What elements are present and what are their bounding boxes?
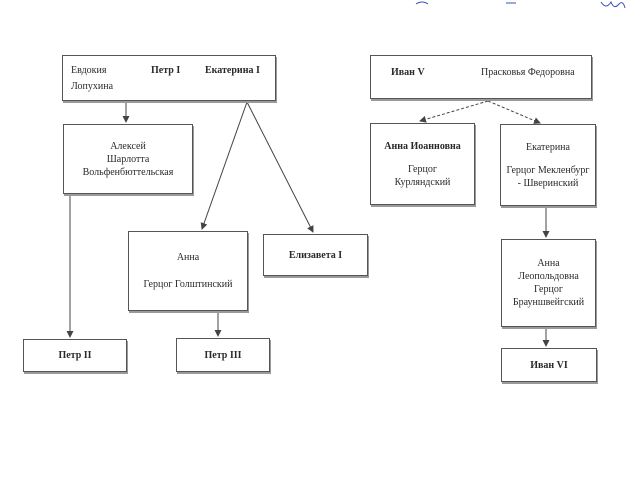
label-evdokiya: Евдокия: [71, 65, 107, 76]
box-elizaveta: Елизавета I: [263, 234, 368, 276]
label-shverinsky: - Шверинский: [517, 177, 579, 189]
label-gertsog-golshtinsky: Герцог Голштинский: [143, 279, 233, 290]
link-ivan-anna-ivanovna: [419, 100, 489, 123]
link-ekaterina-anna: [200, 101, 248, 230]
label-praskovya: Прасковья Федоровна: [481, 67, 575, 78]
label-ekaterina-1: Екатерина I: [205, 65, 260, 76]
label-aleksei: Алексей: [110, 140, 146, 152]
box-ivan-group: Иван V Прасковья Федоровна: [370, 55, 592, 99]
box-anna-leopoldovna: Анна Леопольдовна Герцог Брауншвейгский: [501, 239, 596, 327]
box-peter-2: Петр II: [23, 339, 127, 372]
box-aleksei: Алексей Шарлотта Вольфенбюттельская: [63, 124, 193, 194]
label-ivan-5: Иван V: [391, 67, 425, 78]
label-anna: Анна: [176, 252, 200, 263]
box-ekaterina: Екатерина Герцог Мекленбург - Шверинский: [500, 124, 596, 206]
box-peter-3: Петр III: [176, 338, 270, 372]
link-ivan-ekaterina: [487, 100, 541, 124]
label-anna-ivanovna: Анна Иоанновна: [384, 140, 461, 152]
label-leopoldovna: Леопольдовна: [518, 271, 579, 282]
box-anna-ivanovna: Анна Иоанновна Герцог Курляндский: [370, 123, 475, 205]
label-volfenbyuttelskaya: Вольфенбюттельская: [82, 166, 174, 178]
label-lopukhina: Лопухина: [71, 81, 114, 92]
box-peter-group: Евдокия Лопухина Петр I Екатерина I: [62, 55, 276, 101]
label-gertsog-1: Герцог: [408, 163, 437, 175]
label-elizaveta-1: Елизавета I: [288, 249, 343, 261]
label-ekaterina: Екатерина: [526, 141, 570, 153]
box-ivan-6: Иван VI: [501, 348, 597, 382]
handwritten-scribble-mark: [415, 0, 626, 9]
label-gertsog-meklenburg: Герцог Мекленбург: [506, 164, 590, 176]
box-anna-holstein: Анна Герцог Голштинский: [128, 231, 248, 311]
label-braunshveigsky: Брауншвейгский: [512, 297, 585, 308]
label-ivan-6: Иван VI: [530, 359, 568, 371]
label-peter-1: Петр I: [151, 65, 181, 76]
label-gertsog-2: Герцог: [534, 284, 563, 295]
label-peter-2: Петр II: [58, 350, 92, 361]
label-peter-3: Петр III: [204, 349, 242, 361]
label-anna-2: Анна: [537, 258, 560, 269]
label-sharlotta: Шарлотта: [106, 153, 150, 165]
link-ekaterina-elizaveta: [246, 101, 314, 233]
label-kurlyandsky: Курляндский: [394, 176, 451, 188]
